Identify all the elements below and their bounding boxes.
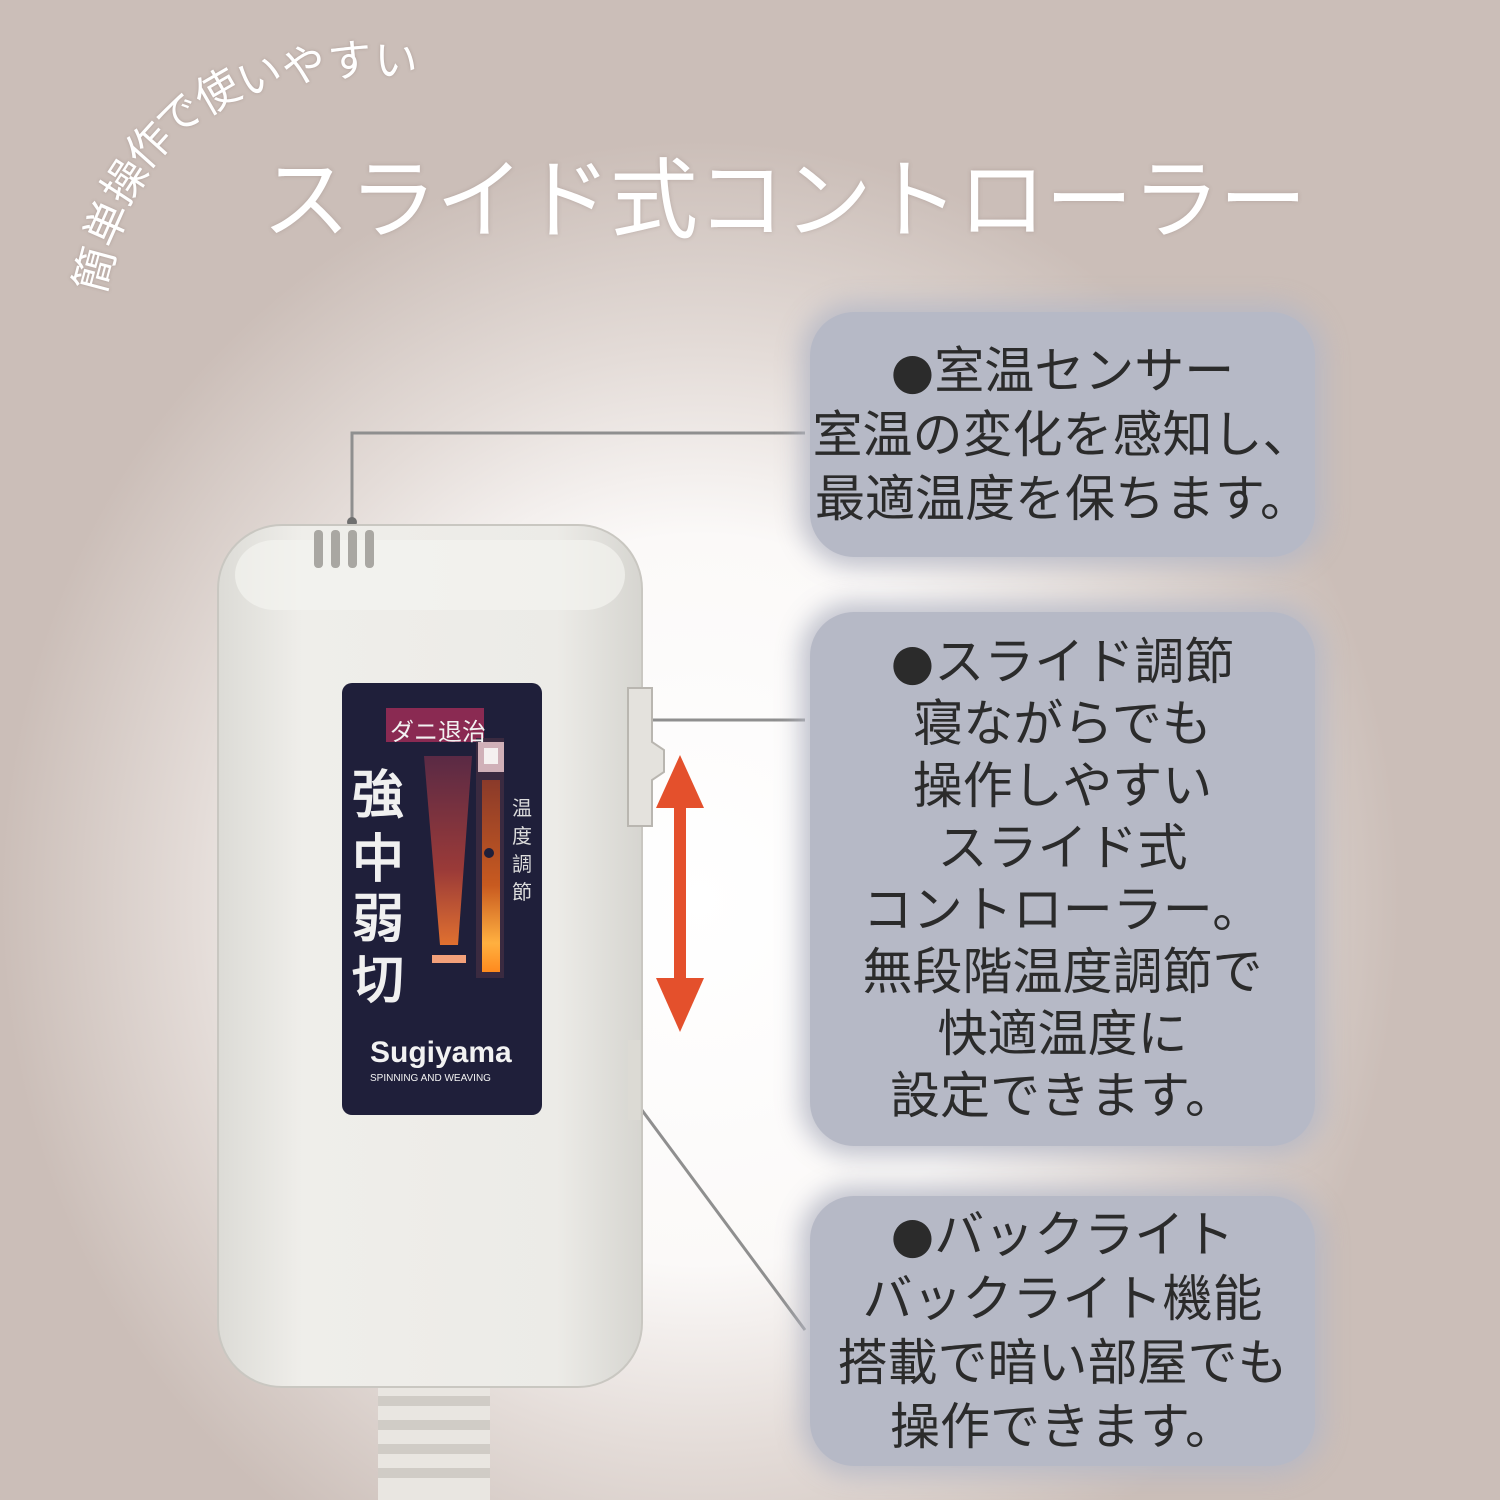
callout-line: 無段階温度調節で	[862, 943, 1263, 1001]
callout-line: 室温の変化を感知し、	[812, 405, 1313, 464]
level-label: 中	[352, 830, 405, 890]
level-wedge	[424, 756, 472, 945]
level-label: 強	[352, 766, 405, 826]
callout-title: ●室温センサー	[890, 341, 1235, 400]
callout-backlight: ●バックライト バックライト機能 搭載で暗い部屋でも 操作できます。	[810, 1196, 1315, 1466]
double-arrow-icon	[656, 755, 704, 1032]
slider-label-char: 調	[512, 852, 532, 876]
headline: スライド式コントローラー	[262, 149, 1307, 252]
level-marker	[432, 955, 466, 963]
callout-line: スライド式	[937, 819, 1188, 877]
callout-line: 操作しやすい	[912, 757, 1213, 815]
brand-logo: Sugiyama	[370, 1036, 512, 1069]
callout-title: ●バックライト	[890, 1206, 1235, 1264]
level-label: 切	[352, 951, 405, 1011]
callout-line: 搭載で暗い部屋でも	[837, 1334, 1288, 1392]
slider-knob[interactable]	[627, 687, 665, 827]
callout-line: 快適温度に	[937, 1005, 1188, 1063]
level-label: 弱	[352, 890, 405, 950]
sensor-vent	[314, 530, 374, 568]
brand-subtitle: SPINNING AND WEAVING	[370, 1073, 491, 1084]
callout-line: バックライト機能	[862, 1270, 1263, 1328]
slider-label-char: 温	[512, 796, 532, 820]
callout-line: 操作できます。	[890, 1398, 1235, 1456]
slider-label-char: 節	[512, 880, 532, 904]
callout-room-sensor: ●室温センサー 室温の変化を感知し、 最適温度を保ちます。	[810, 312, 1315, 557]
callout-line: 設定できます。	[890, 1067, 1235, 1125]
callout-line: 寝ながらでも	[913, 695, 1212, 753]
callout-title: ●スライド調節	[890, 633, 1235, 691]
callout-line: コントローラー。	[862, 881, 1263, 939]
mite-label-bg	[386, 708, 484, 742]
callout-slide-control: ●スライド調節 寝ながらでも 操作しやすい スライド式 コントローラー。 無段階…	[810, 612, 1315, 1146]
leader-line-sensor	[350, 431, 805, 525]
callout-line: 最適温度を保ちます。	[815, 469, 1310, 528]
slider-label-char: 度	[512, 824, 532, 848]
mite-label: ダニ退治	[390, 718, 486, 746]
slider-track	[482, 780, 500, 972]
